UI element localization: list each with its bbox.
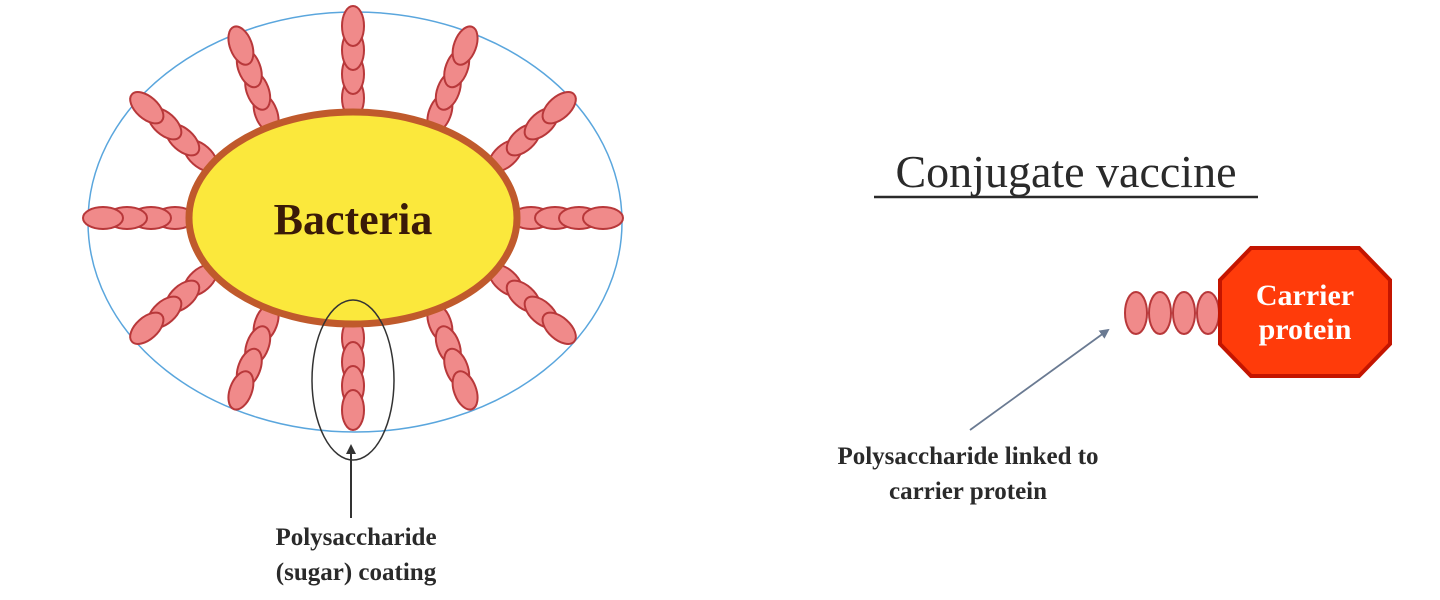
sugar-unit [1148,291,1172,335]
linked-label-line1: Polysaccharide linked to [837,443,1098,470]
bacteria-label: Bacteria [274,195,433,244]
sugar-unit [227,370,255,411]
carrier-label-line1: Carrier [1256,279,1354,312]
sugar-chain [426,302,479,411]
sugar-unit [1172,291,1196,335]
sugar-unit [129,311,165,345]
sugar-unit [541,311,577,345]
bacteria-cell [185,108,521,328]
sugar-chain [227,302,280,411]
carrier-label-line2: protein [1259,313,1352,346]
linked-arrow [969,328,1110,431]
sugar-chain [426,25,479,134]
sugar-unit [82,206,124,230]
highlight-circle [311,299,395,461]
coating-label-line1: Polysaccharide [275,524,436,551]
polysaccharide-chains [82,5,624,431]
linked-polysaccharide-chain [1124,291,1220,335]
sugar-unit [541,91,577,125]
sugar-chain [487,91,577,173]
sugar-unit [341,5,365,47]
sugar-unit [1124,291,1148,335]
sugar-unit [582,206,624,230]
sugar-chain [82,206,196,230]
sugar-unit [451,25,479,66]
sugar-chain [227,25,280,134]
sugar-chain [341,317,365,431]
sugar-unit [341,389,365,431]
sugar-unit [451,370,479,411]
sugar-unit [227,25,255,66]
sugar-chain [510,206,624,230]
linked-label-line2: carrier protein [889,478,1047,505]
sugar-unit [1196,291,1220,335]
carrier-protein-octagon [1218,246,1392,378]
diagram-title: Conjugate vaccine [895,146,1236,197]
sugar-chain [341,5,365,119]
sugar-unit [129,91,165,125]
coating-label-line2: (sugar) coating [276,559,437,586]
